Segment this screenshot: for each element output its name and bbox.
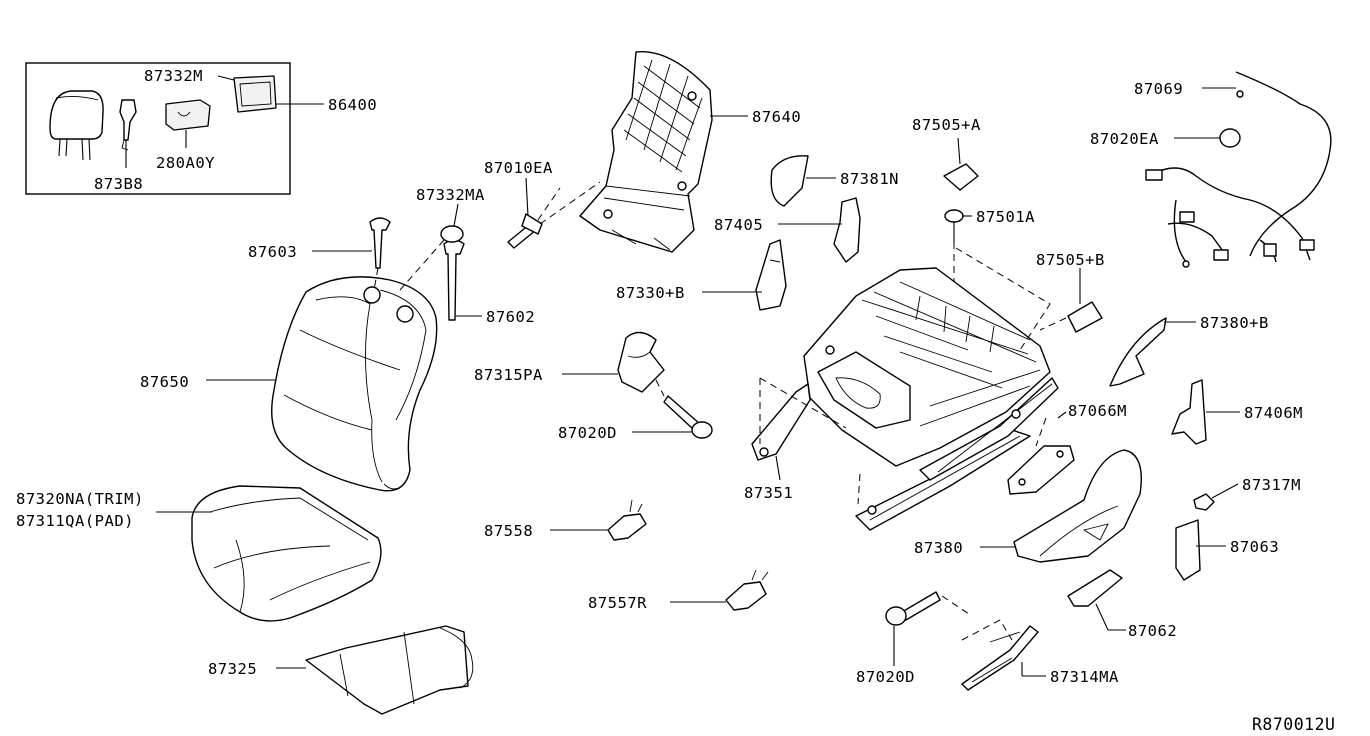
seat-frame-assembly (803, 247, 1059, 531)
bracket-87066M (1007, 417, 1075, 495)
leader-lines (125, 75, 1240, 677)
callout-87069: 87069 (1134, 80, 1183, 98)
bracket-87505A (943, 163, 979, 191)
bracket-87505B (1039, 301, 1103, 333)
seat-pan (305, 625, 474, 715)
clip-87557R (725, 569, 769, 611)
cover-87063 (1175, 519, 1201, 581)
bracket-87351 (751, 377, 847, 461)
callout-87558: 87558 (484, 522, 533, 540)
callout-87020D-a: 87020D (558, 424, 617, 442)
callout-86400: 86400 (328, 96, 377, 114)
callout-87332M: 87332M (144, 67, 203, 85)
callout-87557R: 87557R (588, 594, 647, 612)
headrest-guides (369, 217, 465, 321)
callout-87603: 87603 (248, 243, 297, 261)
finisher-87380B (1109, 317, 1167, 387)
callout-87650: 87650 (140, 373, 189, 391)
headrest-guide (119, 99, 137, 141)
seat-back-cushion (271, 276, 438, 492)
callout-87020EA: 87020EA (1090, 130, 1159, 148)
headrest-kit (25, 62, 291, 195)
callout-87380B: 87380+B (1200, 314, 1269, 332)
seat-track-right (919, 377, 1059, 481)
callout-87020D-b: 87020D (856, 668, 915, 686)
callout-87010EA: 87010EA (484, 159, 553, 177)
headrest-kit-frame (25, 62, 291, 195)
callout-87381N: 87381N (840, 170, 899, 188)
callout-87380: 87380 (914, 539, 963, 557)
cover-87381N (770, 155, 809, 207)
seat-back-frame (579, 50, 713, 253)
cover-87330B (755, 239, 787, 311)
headrest-pad (49, 90, 104, 140)
clip-87558 (607, 499, 647, 541)
headrest-hole-left (363, 286, 381, 304)
bolt-87010EA (507, 181, 601, 249)
bezel-87332MA (440, 225, 464, 243)
callout-87062: 87062 (1128, 622, 1177, 640)
callout-87501A: 87501A (976, 208, 1035, 226)
finisher-87314MA (961, 619, 1039, 691)
callout-87351: 87351 (744, 484, 793, 502)
callout-873B8: 873B8 (94, 175, 143, 193)
callout-87325: 87325 (208, 660, 257, 678)
callout-87406M: 87406M (1244, 404, 1303, 422)
callout-labels: 87332M 86400 280A0Y 873B8 87603 87332MA … (16, 67, 1335, 734)
module-87332M (233, 75, 277, 113)
clip-87317M (1193, 493, 1215, 511)
cover-87406M (1171, 379, 1207, 445)
callout-87505B: 87505+B (1036, 251, 1105, 269)
callout-87311QA: 87311QA(PAD) (16, 512, 134, 530)
bolt-87020D-b (885, 591, 973, 626)
callout-87405: 87405 (714, 216, 763, 234)
callout-87330B: 87330+B (616, 284, 685, 302)
side-finisher-87380 (1013, 449, 1142, 563)
callout-87640: 87640 (752, 108, 801, 126)
headrest-hole-right (396, 305, 414, 323)
callout-87602: 87602 (486, 308, 535, 326)
bracket-87315PA (617, 331, 665, 393)
wire-harness (1145, 71, 1332, 268)
callout-87066M: 87066M (1068, 402, 1127, 420)
seat-cushion (191, 485, 382, 622)
clip-87020EA (1219, 128, 1241, 148)
knob-87062 (1067, 569, 1123, 607)
callout-280A0Y: 280A0Y (156, 154, 215, 172)
cover-87405 (833, 197, 861, 263)
callout-87505A: 87505+A (912, 116, 981, 134)
callout-87315PA: 87315PA (474, 366, 543, 384)
callout-87317M: 87317M (1242, 476, 1301, 494)
callout-87314MA: 87314MA (1050, 668, 1119, 686)
module-280A0Y (165, 99, 211, 131)
callout-87320NA: 87320NA(TRIM) (16, 490, 144, 508)
bolt-87020D-a (655, 379, 713, 439)
callout-87332MA: 87332MA (416, 186, 485, 204)
diagram-reference: R870012U (1252, 715, 1335, 734)
callout-87063: 87063 (1230, 538, 1279, 556)
